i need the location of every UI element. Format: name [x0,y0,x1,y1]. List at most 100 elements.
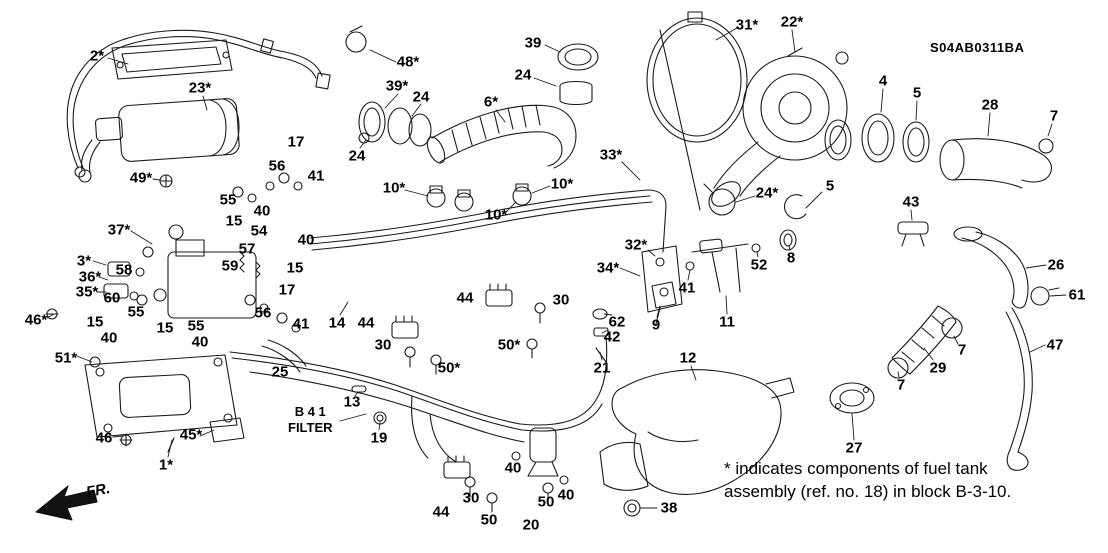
part-label-32: 32* [624,236,648,254]
part-label-6: 6* [483,93,499,111]
part-label-15: 15 [86,313,104,331]
part-label-5: 5 [825,177,835,195]
footnote: * indicates components of fuel tank asse… [724,458,1096,504]
part-label-13: 13 [343,393,361,411]
canister-sketch [78,98,240,188]
part-label-46: 46* [24,311,48,329]
mount-plate-sketch [84,354,245,453]
part-label-40: 40 [253,202,271,220]
part-label-56: 56 [254,304,272,322]
part-label-12: 12 [679,349,697,367]
part-label-55: 55 [127,303,145,321]
part-label-40: 40 [100,329,118,347]
part-label-20: 20 [522,516,540,534]
valve-bracket-sketch [45,172,303,333]
part-label-40: 40 [557,486,575,504]
part-label-49: 49* [129,169,153,187]
part-label-39: 39 [524,34,542,52]
part-label-41: 41 [292,315,310,333]
part-label-24: 24 [412,88,430,106]
filler-pipe-sketch [829,221,1060,471]
part-label-58: 58 [115,261,133,279]
part-label-2: 2* [89,47,105,65]
part-label-24: 24* [755,184,779,202]
leader-lines [46,27,1067,509]
part-label-61: 61 [1068,286,1086,304]
part-label-34: 34* [596,259,620,277]
part-label-40: 40 [297,231,315,249]
diagram-code: S04AB0311BA [930,40,1025,55]
part-label-57: 57 [238,240,256,258]
part-label-44: 44 [432,503,450,521]
fr-arrow [35,485,98,521]
part-label-30: 30 [552,291,570,309]
part-label-30: 30 [462,489,480,507]
part-label-33: 33* [599,146,623,164]
part-label-9: 9 [651,316,661,334]
part-label-52: 52 [750,256,768,274]
part-label-54: 54 [250,222,268,240]
part-label-15: 15 [286,259,304,277]
footnote-line2: assembly (ref. no. 18) in block B-3-10. [724,481,1012,501]
pipe-clamps-sketch [426,183,532,212]
sender-bracket-sketch [641,229,797,325]
part-label-56: 56 [268,157,286,175]
part-label-47: 47 [1046,336,1064,354]
part-label-25: 25 [271,363,289,381]
part-label-17: 17 [278,281,296,299]
corrugated-hose-sketch [426,104,577,169]
part-label-10: 10* [484,206,508,224]
filter-annotation: B 4 1 FILTER [288,404,333,437]
part-label-50: 50* [437,359,461,377]
part-label-15: 15 [225,212,243,230]
part-label-37: 37* [107,221,131,239]
part-label-3: 3* [76,252,92,270]
small-parts-sketch [351,283,609,513]
part-label-24: 24 [348,147,366,165]
part-label-40: 40 [191,333,209,351]
part-label-11: 11 [719,313,735,331]
part-label-26: 26 [1047,256,1065,274]
part-label-41: 41 [678,279,696,297]
part-label-50: 50 [537,493,555,511]
part-label-1: 1* [158,456,174,474]
part-label-14: 14 [328,314,346,332]
part-label-48: 48* [396,53,420,71]
part-label-55: 55 [219,191,237,209]
part-label-50: 50* [497,336,521,354]
part-label-42: 42 [603,328,621,346]
part-label-21: 21 [593,359,611,377]
part-label-43: 43 [902,193,920,211]
part-label-8: 8 [786,249,796,267]
part-label-29: 29 [929,359,947,377]
part-label-28: 28 [981,96,999,114]
part-label-15: 15 [156,319,174,337]
part-label-7: 7 [1049,107,1059,125]
fuel-lines-sketch [229,189,667,463]
part-label-31: 31* [735,16,759,34]
part-label-46: 46 [95,429,113,447]
part-label-59: 59 [221,257,239,275]
part-label-10: 10* [382,179,406,197]
part-label-62: 62 [608,313,626,331]
part-label-44: 44 [357,314,375,332]
part-label-27: 27 [845,439,863,457]
part-label-41: 41 [307,167,325,185]
filter-annotation-line1: B 4 1 [294,404,326,419]
part-label-45: 45* [179,426,203,444]
footnote-line1: * indicates components of fuel tank [724,459,988,478]
wire-harness-sketch [66,29,331,178]
part-label-4: 4 [878,72,888,90]
part-label-39: 39* [385,77,409,95]
pump-body-sketch [703,47,849,220]
part-label-35: 35* [75,283,99,301]
part-label-60: 60 [103,289,121,307]
part-label-22: 22* [780,13,804,31]
part-label-30: 30 [374,336,392,354]
part-label-23: 23* [188,79,212,97]
part-label-51: 51* [54,349,78,367]
air-duct-sketch [599,369,795,517]
